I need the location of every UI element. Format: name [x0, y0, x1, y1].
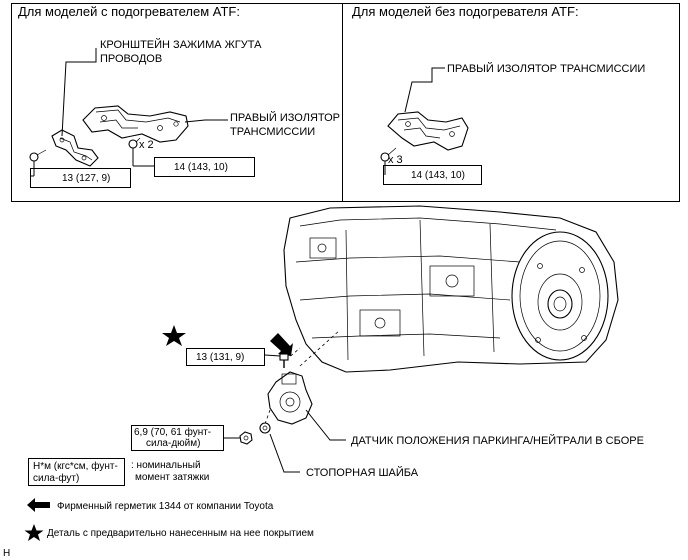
precoat-legend-text: Деталь с предварительно нанесенным на не…: [47, 528, 314, 539]
right-panel-header: Для моделей без подогревателя ATF:: [352, 4, 579, 19]
bracket-leader-line: [61, 48, 97, 137]
torque-1-text: 13 (127, 9): [62, 173, 110, 184]
left-isolator-drawing: [82, 105, 189, 143]
washer-label: СТОПОРНАЯ ШАЙБА: [306, 466, 419, 479]
bracket-label-line-2: ПРОВОДОВ: [100, 53, 162, 65]
nut-torque-line-1: 6,9 (70, 61 фунт-: [134, 426, 211, 438]
footer-mark: H: [3, 548, 10, 559]
torque-box-2: [154, 157, 255, 177]
unit-box-line-1: Н*м (кгс*см, фунт-: [33, 460, 118, 472]
transmission-drawing: [283, 205, 619, 373]
unit-desc-line-2: момент затяжки: [135, 472, 209, 483]
torque-box-1: [30, 168, 131, 188]
sealant-legend-text: Фирменный герметик 1344 от компании Toyo…: [57, 501, 274, 512]
torque-2-text: 14 (143, 10): [174, 162, 228, 173]
bolt-torque-text: 13 (131, 9): [196, 352, 244, 363]
park-neutral-sensor-drawing: [267, 371, 313, 425]
nut-drawing: [239, 431, 253, 445]
unit-desc-line-1: : номинальный: [131, 460, 201, 471]
sealant-arrow-marker: [270, 333, 293, 356]
left-isolator-leader-line: [184, 119, 228, 123]
nut-torque-box: [131, 425, 224, 451]
right-torque-text: 14 (143, 10): [411, 170, 465, 181]
lock-washer-drawing: [259, 422, 271, 434]
left-bolt-1: [29, 149, 47, 162]
sensor-bolt: [279, 353, 289, 368]
bolt-torque-box: [186, 348, 265, 366]
harness-clamp-bracket-drawing: [51, 129, 99, 167]
washer-leader-line: [269, 433, 300, 473]
torque-box-right: [383, 165, 482, 185]
right-multiplier: x 3: [388, 154, 403, 166]
right-isolator-leader-line: [404, 67, 445, 113]
unit-legend-box: [28, 458, 125, 486]
precoat-star-icon: [162, 325, 186, 346]
unit-box-line-2: сила-фут): [33, 472, 79, 484]
sealant-arrow-legend-icon: [27, 498, 50, 512]
left-multiplier: x 2: [139, 139, 154, 151]
right-isolator-drawing: [387, 111, 469, 151]
sensor-leader-line: [305, 409, 346, 441]
left-isolator-label-line-1: ПРАВЫЙ ИЗОЛЯТОР: [230, 111, 340, 124]
bracket-label-line-1: КРОНШТЕЙН ЗАЖИМА ЖГУТА: [100, 38, 262, 51]
sensor-label: ДАТЧИК ПОЛОЖЕНИЯ ПАРКИНГА/НЕЙТРАЛИ В СБО…: [351, 434, 644, 447]
right-isolator-label: ПРАВЫЙ ИЗОЛЯТОР ТРАНСМИССИИ: [447, 62, 645, 75]
right-panel-frame: [342, 3, 680, 202]
left-panel-header: Для моделей с подогревателем ATF:: [18, 4, 240, 19]
nut-torque-line-2: сила-дюйм): [146, 438, 200, 449]
left-isolator-label-line-2: ТРАНСМИССИИ: [230, 126, 315, 138]
precoat-star-legend-icon: [24, 524, 44, 541]
